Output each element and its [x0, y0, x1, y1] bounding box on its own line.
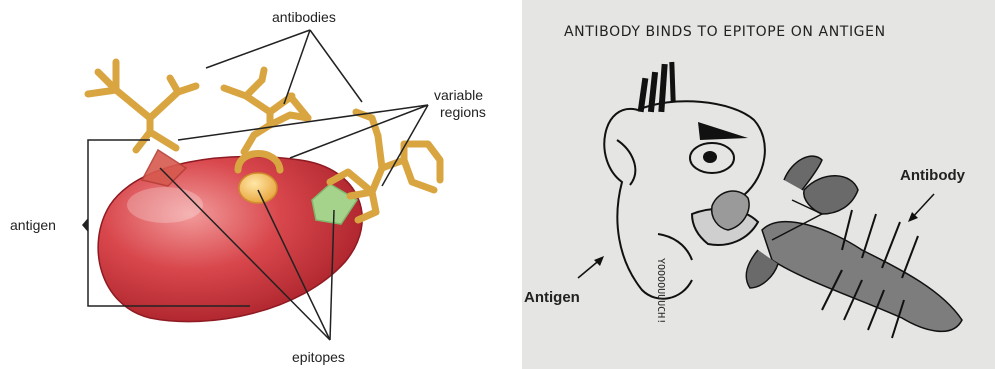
antibody-cartoon-photo: ANTIBODY BINDS TO EPITOPE ON ANTIGEN: [522, 0, 995, 369]
antibodies-label: antibodies: [272, 9, 336, 25]
antigen-bracket-tick: [82, 218, 88, 232]
antigen-highlight: [127, 187, 203, 223]
antibody-label: Antibody: [900, 167, 966, 184]
cartoon-title: ANTIBODY BINDS TO EPITOPE ON ANTIGEN: [564, 24, 886, 40]
cartoon-canvas: ANTIBODY BINDS TO EPITOPE ON ANTIGEN: [522, 0, 995, 369]
diagram-canvas: antibodies variable regions antigen epit…: [0, 0, 520, 369]
antibody-middle: [224, 70, 308, 152]
variable-regions-label: variable regions: [434, 87, 487, 120]
antibody-left: [88, 62, 196, 150]
ouch-text: YOOOOUUUCH!: [655, 258, 666, 324]
epitopes-label: epitopes: [292, 349, 345, 365]
antigen-cartoon-label: Antigen: [524, 289, 580, 306]
antigen-label: antigen: [10, 217, 56, 233]
epitope-orange: [239, 173, 277, 203]
antigen-antibody-diagram: antibodies variable regions antigen epit…: [0, 0, 520, 369]
antigen-eye-pupil: [703, 151, 717, 163]
